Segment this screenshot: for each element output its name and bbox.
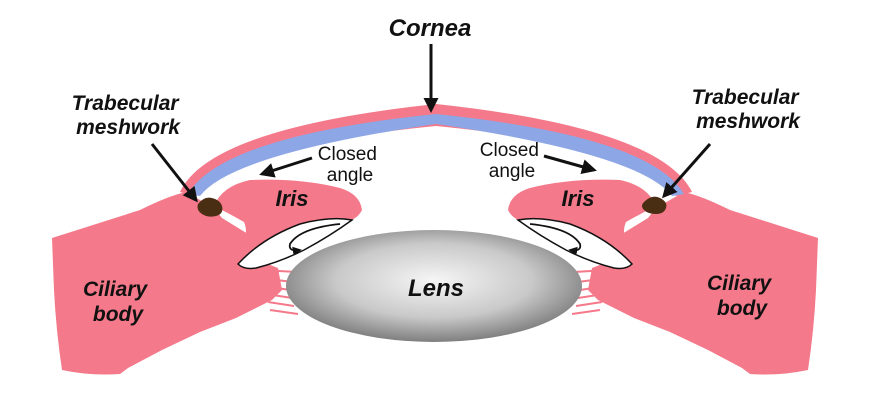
posterior-chamber-right: [516, 217, 634, 270]
cornea-label: Cornea: [389, 15, 472, 42]
closed-angle-right-pointer-arrow: [543, 154, 597, 174]
iris-left-shape: [214, 179, 362, 266]
aqueous-flow-arrow-left: [288, 223, 341, 256]
trabecular-meshwork-left-label: Trabecular meshwork: [72, 92, 185, 139]
ciliary-body-right-label: Ciliary body: [707, 272, 777, 320]
iris-left-label: Iris: [275, 186, 308, 211]
zonule-fibers-right: [571, 269, 609, 315]
trabecular-meshwork-right-blob: [642, 196, 667, 214]
trabecular-right-pointer-arrow: [662, 143, 712, 199]
lens-shape: [286, 230, 582, 342]
cornea-outer-layer: [180, 104, 692, 196]
posterior-chamber-left: [236, 217, 354, 270]
iris-right-label: Iris: [561, 186, 594, 211]
closed-angle-left-pointer-arrow: [259, 156, 313, 178]
lens-label: Lens: [408, 275, 464, 302]
ciliary-body-left-shape: [52, 192, 282, 375]
trabecular-meshwork-right-label: Trabecular meshwork: [692, 86, 805, 133]
cornea-blue-layer: [188, 114, 684, 196]
trabecular-meshwork-left-blob: [197, 197, 223, 217]
iris-right-shape: [508, 179, 656, 266]
trabecular-left-pointer-arrow: [150, 143, 198, 203]
zonule-fibers-left: [261, 269, 299, 315]
ciliary-body-right-shape: [588, 192, 818, 375]
closed-angle-left-label: Closed angle: [318, 144, 382, 186]
ciliary-body-left-label: Ciliary body: [83, 278, 153, 326]
aqueous-flow-arrow-right: [529, 223, 582, 256]
closed-angle-right-label: Closed angle: [480, 140, 544, 182]
